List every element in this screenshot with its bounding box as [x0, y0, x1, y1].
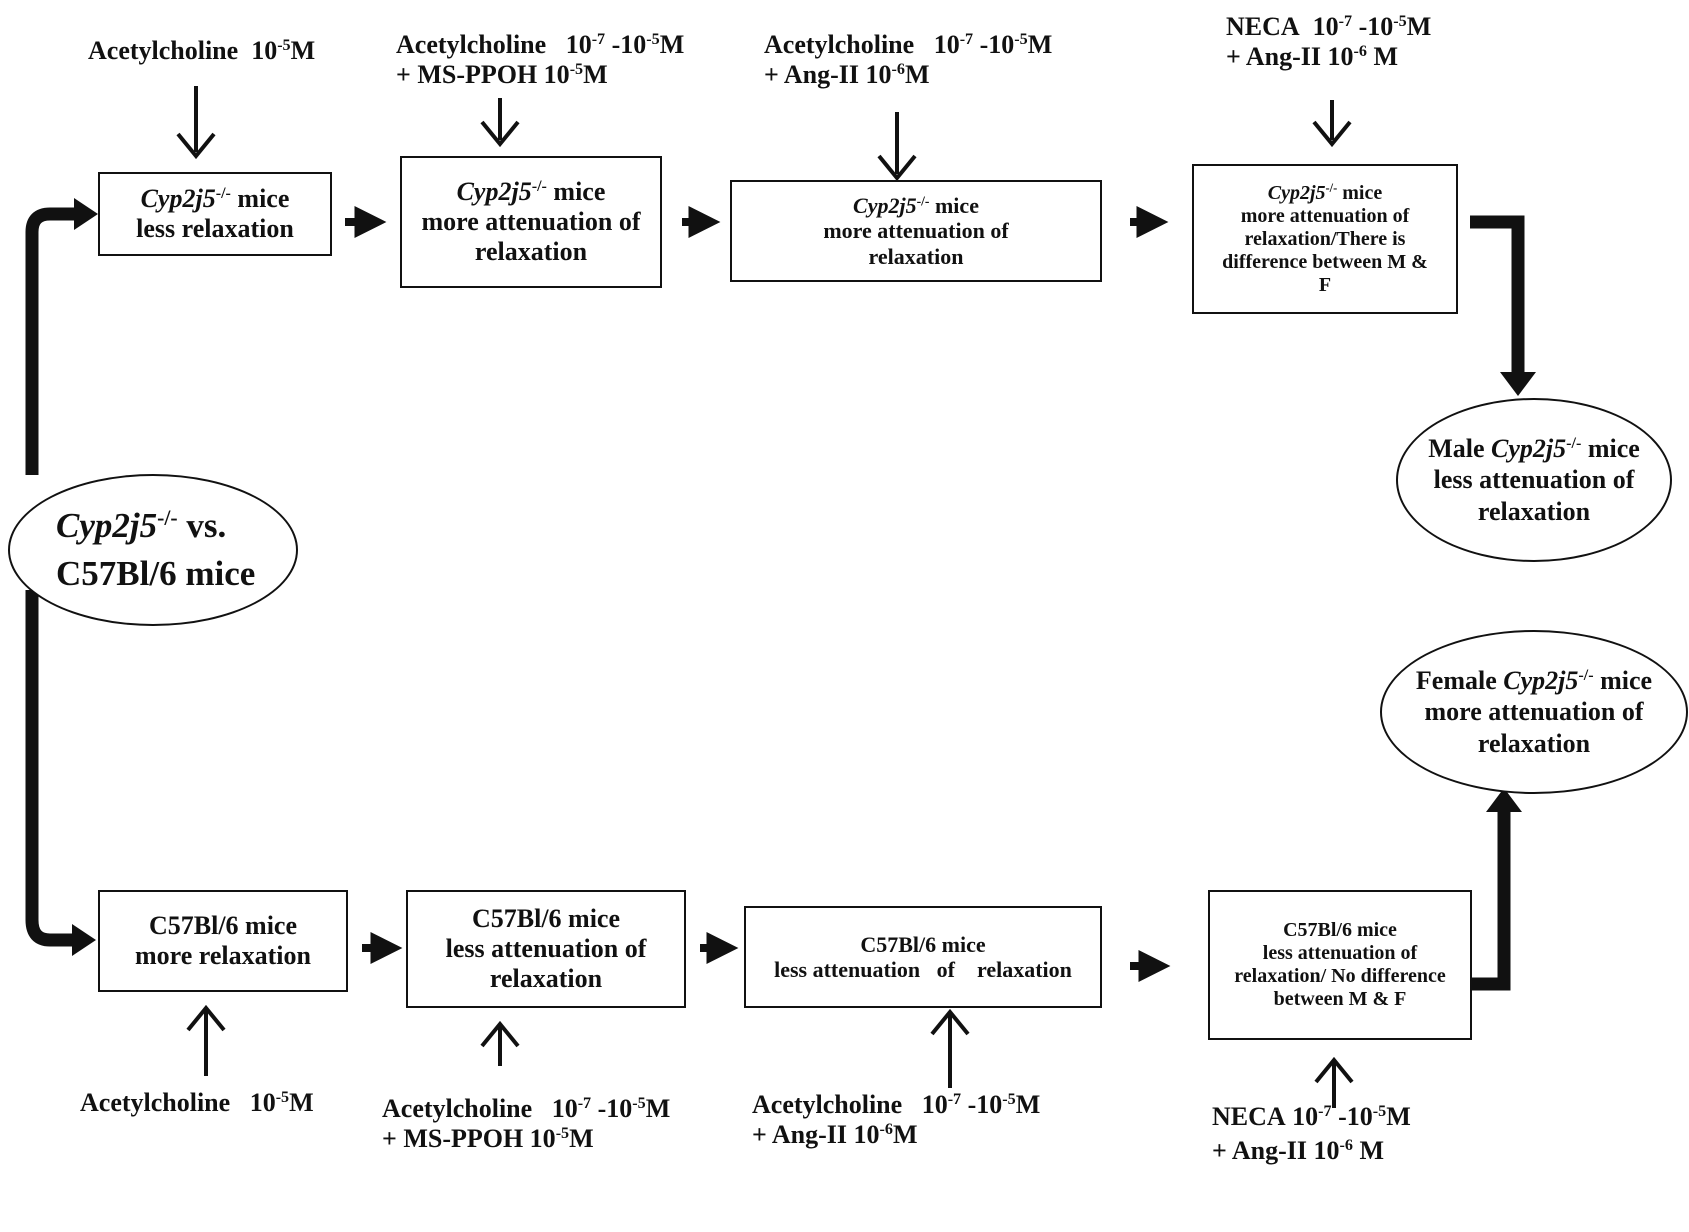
- male-outcome-title: Male Cyp2j5-/- mice: [1428, 434, 1640, 464]
- female-outcome-text-2: relaxation: [1477, 728, 1591, 758]
- bottom-box-2-text: less attenuation of: [445, 934, 647, 964]
- comparison-line-1: Cyp2j5-/- vs.: [56, 506, 227, 545]
- branch-arrow-top: [25, 207, 80, 475]
- top-box-4-text-2: relaxation/There is: [1244, 227, 1406, 250]
- comparison-ellipse: Cyp2j5-/- vs. C57Bl/6 mice: [8, 474, 298, 626]
- bottom-box-4-title: C57Bl/6 mice: [1283, 919, 1397, 941]
- branch-arrow-bottom: [25, 590, 78, 947]
- top-box-3: Cyp2j5-/- mice more attenuation of relax…: [730, 180, 1102, 282]
- top-box-2: Cyp2j5-/- mice more attenuation of relax…: [400, 156, 662, 288]
- top-box-4-text-3: difference between M &: [1222, 250, 1428, 273]
- bottom-box-4-text-3: between M & F: [1273, 988, 1407, 1010]
- top-input-1: Acetylcholine 10-5M: [88, 36, 316, 65]
- bottom-box-4-text: less attenuation of: [1262, 942, 1418, 964]
- branch-arrowhead-top: [74, 198, 98, 230]
- comparison-line-2: C57Bl/6 mice: [56, 554, 256, 593]
- top-box-1: Cyp2j5-/- mice less relaxation: [98, 172, 332, 256]
- bottom-box-3: C57Bl/6 mice less attenuation of relaxat…: [744, 906, 1102, 1008]
- input-arrowhead-top-1: [176, 132, 216, 160]
- male-outcome-text-2: relaxation: [1477, 496, 1591, 526]
- bottom-input-2: Acetylcholine 10-7 -10-5M + MS-PPOH 10-5…: [382, 1094, 671, 1153]
- top-box-1-text: less relaxation: [136, 214, 294, 243]
- bottom-box-2-title: C57Bl/6 mice: [471, 904, 621, 934]
- bottom-box-4: C57Bl/6 mice less attenuation of relaxat…: [1208, 890, 1472, 1040]
- top-box-2-title: Cyp2j5-/- mice: [456, 177, 606, 207]
- outcome-arrow-female: [1472, 808, 1511, 991]
- top-box-2-text: more attenuation of: [421, 207, 641, 237]
- bottom-box-2-text-2: relaxation: [489, 963, 603, 993]
- bottom-box-3-title: C57Bl/6 mice: [860, 931, 986, 957]
- input-arrowhead-bottom-3: [930, 1008, 970, 1036]
- outcome-arrowhead-female: [1486, 788, 1522, 812]
- top-input-3: Acetylcholine 10-7 -10-5M + Ang-II 10-6M: [764, 30, 1053, 89]
- input-arrowhead-top-4: [1312, 120, 1352, 148]
- input-arrowhead-bottom-2: [480, 1020, 520, 1048]
- top-box-4-text: more attenuation of: [1240, 204, 1410, 227]
- female-outcome-text: more attenuation of: [1424, 697, 1644, 727]
- female-outcome-ellipse: Female Cyp2j5-/- mice more attenuation o…: [1380, 630, 1688, 794]
- outcome-arrow-male: [1470, 215, 1525, 378]
- female-outcome-title: Female Cyp2j5-/- mice: [1415, 666, 1653, 696]
- top-box-1-title: Cyp2j5-/- mice: [140, 184, 290, 214]
- male-outcome-ellipse: Male Cyp2j5-/- mice less attenuation of …: [1396, 398, 1672, 562]
- top-input-2: Acetylcholine 10-7 -10-5M + MS-PPOH 10-5…: [396, 30, 685, 89]
- input-arrowhead-top-2: [480, 120, 520, 148]
- male-outcome-text: less attenuation of: [1433, 465, 1635, 495]
- bottom-input-4: NECA 10-7 -10-5M + Ang-II 10-6 M: [1212, 1102, 1411, 1165]
- bottom-box-1-title: C57Bl/6 mice: [148, 911, 298, 941]
- bottom-box-4-text-2: relaxation/ No difference: [1234, 965, 1446, 987]
- top-box-2-text-2: relaxation: [474, 236, 588, 266]
- bottom-box-3-text: less attenuation of relaxation: [774, 957, 1072, 982]
- input-arrowhead-bottom-4: [1314, 1056, 1354, 1084]
- input-arrowhead-bottom-1: [186, 1004, 226, 1032]
- top-input-4: NECA 10-7 -10-5M + Ang-II 10-6 M: [1226, 12, 1432, 71]
- top-box-3-text-2: relaxation: [868, 243, 964, 269]
- top-box-4-title: Cyp2j5-/- mice: [1267, 180, 1383, 204]
- bottom-box-1: C57Bl/6 mice more relaxation: [98, 890, 348, 992]
- bottom-box-2: C57Bl/6 mice less attenuation of relaxat…: [406, 890, 686, 1008]
- top-box-3-text: more attenuation of: [823, 218, 1009, 244]
- top-box-4: Cyp2j5-/- mice more attenuation of relax…: [1192, 164, 1458, 314]
- branch-arrowhead-bottom: [72, 924, 96, 956]
- bottom-input-1: Acetylcholine 10-5M: [80, 1088, 314, 1117]
- bottom-input-3: Acetylcholine 10-7 -10-5M + Ang-II 10-6M: [752, 1090, 1041, 1149]
- input-arrowhead-top-3: [877, 154, 917, 182]
- top-box-4-text-4: F: [1318, 273, 1332, 296]
- bottom-box-1-text: more relaxation: [135, 941, 311, 970]
- top-box-3-title: Cyp2j5-/- mice: [853, 193, 979, 219]
- outcome-arrowhead-male: [1500, 372, 1536, 396]
